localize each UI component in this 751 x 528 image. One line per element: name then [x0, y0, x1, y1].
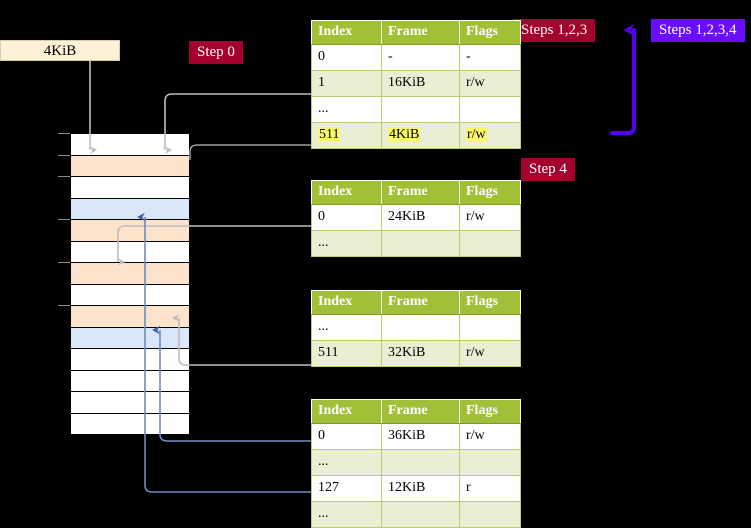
- memory-column: [58, 133, 190, 435]
- cell-index: ...: [311, 96, 382, 123]
- memory-tick: [58, 262, 70, 263]
- cell-frame: [381, 314, 460, 341]
- badge-steps-123: Steps 1,2,3: [513, 19, 596, 42]
- cell-frame: 36KiB: [381, 423, 460, 450]
- memory-tick: [58, 176, 70, 177]
- column-header-flags: Flags: [459, 20, 521, 45]
- connector-pml4-row511: [189, 144, 311, 160]
- column-header-frame: Frame: [381, 290, 460, 315]
- cell-flags: r/w: [459, 340, 521, 367]
- cell-frame: [381, 501, 460, 528]
- memory-cell[interactable]: [70, 197, 190, 220]
- cell-index: ...: [311, 501, 382, 528]
- column-header-flags: Flags: [459, 180, 521, 205]
- cell-frame: 4KiB: [381, 122, 460, 149]
- column-header-frame: Frame: [381, 399, 460, 424]
- table-row[interactable]: 511 4KiB r/w: [311, 122, 521, 149]
- table-row[interactable]: ...: [311, 449, 521, 476]
- badge-steps-1234: Steps 1,2,3,4: [651, 19, 745, 42]
- badge-steps-123-text: Steps 1,2,3: [521, 22, 588, 38]
- frame-label-4kib-text: 4KiB: [43, 43, 77, 59]
- badge-step-0: Step 0: [189, 41, 243, 64]
- column-header-index: Index: [311, 180, 382, 205]
- table-row[interactable]: ...: [311, 230, 521, 257]
- column-header-flags: Flags: [459, 399, 521, 424]
- memory-tick: [58, 154, 70, 156]
- cell-highlight: 511: [318, 127, 341, 142]
- cell-index: ...: [311, 449, 382, 476]
- memory-tick: [58, 133, 70, 134]
- memory-cell[interactable]: [70, 305, 190, 328]
- connector-pt-row127: [137, 212, 311, 493]
- cell-flags: [459, 96, 521, 123]
- cell-highlight: 4KiB: [388, 127, 421, 142]
- cell-index: 127: [311, 475, 382, 502]
- memory-cell[interactable]: [70, 262, 190, 285]
- connector-pml4-row1: [164, 93, 311, 154]
- cell-index: 0: [311, 44, 382, 71]
- badge-step-4: Step 4: [521, 158, 575, 181]
- connector-pdpt-row0: [117, 225, 311, 266]
- cell-flags: [459, 449, 521, 476]
- table-row[interactable]: ...: [311, 314, 521, 341]
- cell-index: 511: [311, 340, 382, 367]
- memory-cell[interactable]: [70, 154, 190, 177]
- table-row[interactable]: 0--: [311, 44, 521, 71]
- memory-cell[interactable]: [70, 240, 190, 263]
- cell-frame: [381, 449, 460, 476]
- memory-cell[interactable]: [70, 219, 190, 242]
- cell-index: ...: [311, 230, 382, 257]
- cell-frame: [381, 230, 460, 257]
- badge-step-4-text: Step 4: [529, 161, 567, 177]
- table-row[interactable]: ...: [311, 96, 521, 123]
- arrow-steps-1234: [610, 24, 636, 135]
- memory-cell[interactable]: [70, 283, 190, 306]
- table-row[interactable]: ...: [311, 501, 521, 528]
- cell-flags: [459, 501, 521, 528]
- memory-cell[interactable]: [70, 176, 190, 199]
- column-header-index: Index: [311, 290, 382, 315]
- cell-highlight: r/w: [466, 127, 487, 142]
- cell-index: ...: [311, 314, 382, 341]
- badge-step-0-text: Step 0: [197, 44, 235, 60]
- cell-flags: r/w: [459, 423, 521, 450]
- badge-steps-1234-text: Steps 1,2,3,4: [659, 22, 737, 38]
- column-header-index: Index: [311, 20, 382, 45]
- memory-tick: [58, 219, 70, 220]
- cell-frame: 24KiB: [381, 204, 460, 231]
- column-header-frame: Frame: [381, 180, 460, 205]
- connector-pt-row0: [152, 325, 311, 442]
- frame-label-4kib: 4KiB: [0, 40, 120, 61]
- cell-flags: [459, 314, 521, 341]
- memory-tick: [58, 305, 70, 306]
- memory-cell[interactable]: [70, 133, 190, 156]
- cell-frame: [381, 96, 460, 123]
- cell-index: 1: [311, 70, 382, 97]
- cell-flags: r/w: [459, 204, 521, 231]
- cell-flags: [459, 230, 521, 257]
- cell-index: 511: [311, 122, 382, 149]
- column-header-index: Index: [311, 399, 382, 424]
- cell-flags: r/w: [459, 122, 521, 149]
- connector-pd-row511: [171, 314, 311, 366]
